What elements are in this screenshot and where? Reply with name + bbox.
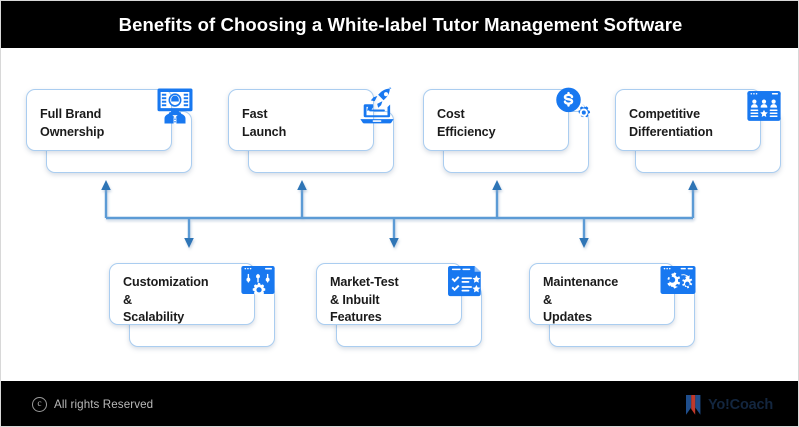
card-maintenance-updates[interactable]: Maintenance & Updates bbox=[529, 263, 697, 349]
card-label: Maintenance & Updates bbox=[543, 275, 619, 324]
dollar-coin-gear-icon bbox=[556, 87, 591, 118]
card-cost-efficiency[interactable]: Cost Efficiency bbox=[423, 87, 591, 175]
card-surface bbox=[529, 263, 675, 325]
footer-bar: c All rights Reserved Yo!Coach bbox=[1, 381, 798, 426]
browser-settings-gear-icon bbox=[241, 266, 275, 296]
card-competitive-differentiation[interactable]: Competitive Differentiation bbox=[615, 89, 783, 175]
card-full-brand-ownership[interactable]: Full Brand Ownership bbox=[26, 88, 194, 175]
card-label: Competitive Differentiation bbox=[629, 107, 713, 139]
brand-name: Yo!Coach bbox=[708, 396, 773, 413]
checklist-star-icon bbox=[448, 266, 481, 297]
rocket-laptop-icon bbox=[360, 86, 394, 124]
card-surface bbox=[109, 263, 255, 325]
card-label: Full Brand Ownership bbox=[40, 107, 105, 139]
card-label: Fast Launch bbox=[242, 107, 287, 139]
comparison-table-icon bbox=[747, 91, 781, 121]
card-surface bbox=[228, 89, 374, 151]
card-surface bbox=[423, 89, 569, 151]
footer-copyright: c All rights Reserved bbox=[32, 397, 153, 412]
diagram-canvas: Full Brand Ownership bbox=[1, 48, 798, 381]
card-surface bbox=[316, 263, 462, 325]
copyright-text: All rights Reserved bbox=[54, 398, 154, 411]
page-title: Benefits of Choosing a White-label Tutor… bbox=[118, 13, 683, 35]
card-customization-scalability[interactable]: Customization & Scalability bbox=[109, 263, 277, 349]
yocoach-logo-icon bbox=[686, 394, 701, 415]
card-label: Market-Test & Inbuilt Features bbox=[330, 275, 399, 324]
card-fast-launch[interactable]: Fast Launch bbox=[228, 86, 396, 175]
card-surface bbox=[615, 89, 761, 151]
card-market-test-inbuilt-features[interactable]: Market-Test & Inbuilt Features bbox=[316, 263, 484, 349]
header-bar: Benefits of Choosing a White-label Tutor… bbox=[1, 1, 798, 48]
video-conference-person-icon bbox=[157, 88, 193, 124]
gears-refresh-icon bbox=[660, 266, 696, 294]
card-label: Cost Efficiency bbox=[437, 107, 496, 139]
card-label: Customization & Scalability bbox=[123, 275, 209, 324]
copyright-icon: c bbox=[32, 397, 47, 412]
brand-logo[interactable]: Yo!Coach bbox=[685, 394, 773, 416]
